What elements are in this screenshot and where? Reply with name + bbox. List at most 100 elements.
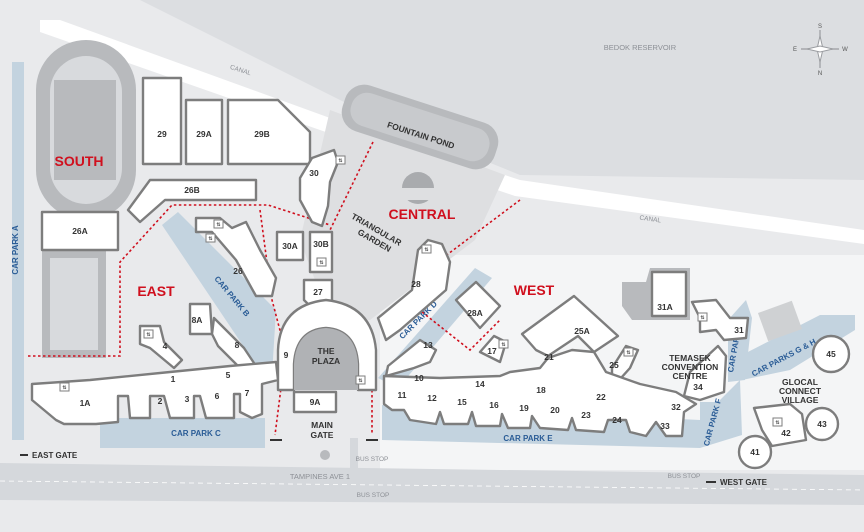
block-west-main[interactable] [382,348,698,438]
lift-icon [623,347,634,357]
block-27-label: 27 [313,287,323,297]
lift-icon-glyph: ⇅ [501,341,506,348]
block-12-label: 12 [427,393,437,403]
block-7-label: 7 [245,388,250,398]
gcv-label-3: VILLAGE [782,395,819,405]
lift-icon [205,233,216,243]
block-9a-label: 9A [310,397,321,407]
block-24-label: 24 [612,415,622,425]
zone-east: EAST [137,283,175,299]
roads: TAMPINES AVE 1 BUS STOP BUS STOP BUS STO… [0,438,864,505]
gcv-label-2: CONNECT [779,386,822,396]
buildings-east: 26 8A 8 4 1A 2 3 6 7 1 5 EAST [30,216,280,426]
block-6-label: 6 [215,391,220,401]
block-18-label: 18 [536,385,546,395]
block-34[interactable] [682,344,728,402]
block-30a-label: 30A [282,241,298,251]
lift-icon [697,312,708,322]
block-25-label: 25 [609,360,619,370]
block-28-label: 28 [411,279,421,289]
block-33-label: 33 [660,421,670,431]
lift-icon-glyph: ⇅ [700,314,705,321]
compass-n: N [818,71,822,77]
block-22-label: 22 [596,392,606,402]
lift-icon-glyph: ⇅ [208,235,213,242]
block-16-label: 16 [489,400,499,410]
block-26b-label: 26B [184,185,200,195]
block-29[interactable] [141,76,183,166]
block-41[interactable] [737,434,773,470]
lift-icon-glyph: ⇅ [358,377,363,384]
reservoir-label: BEDOK RESERVOIR [604,43,677,52]
lift-icon-glyph: ⇅ [775,419,780,426]
block-28[interactable] [376,238,452,342]
lift-icon-glyph: ⇅ [424,246,429,253]
central-garden: FOUNTAIN POND TRIANGULAR GARDEN [300,84,505,320]
block-31-label: 31 [734,325,744,335]
lift-icon [59,382,70,392]
block-2-label: 2 [158,396,163,406]
tcc-label-1: TEMASEK [669,353,711,363]
block-31a[interactable] [650,270,688,318]
block-26[interactable] [194,216,278,298]
block-45[interactable] [811,334,851,374]
lift-icon-glyph: ⇅ [319,259,324,266]
zone-west: WEST [514,282,555,298]
block-10-label: 10 [414,373,424,383]
sports-track [36,40,136,358]
block-41-label: 41 [750,447,760,457]
compass-icon: S E W N [793,24,848,77]
lift-icon [421,244,432,254]
block-29b-label: 29B [254,129,270,139]
block-29a[interactable] [184,98,224,166]
bus-stop-3: BUS STOP [668,473,701,480]
block-32-label: 32 [671,402,681,412]
compass-s: S [818,24,822,30]
compass-w: W [842,47,848,53]
block-43[interactable] [804,406,840,442]
compass-e: E [793,47,797,53]
block-31[interactable] [690,298,750,342]
lift-icon [316,257,327,267]
bus-stop-2: BUS STOP [357,492,390,499]
block-14-label: 14 [475,379,485,389]
lift-icon [355,375,366,385]
block-11-label: 11 [398,390,407,400]
gcv-label-1: GLOCAL [782,377,818,387]
block-29a-label: 29A [196,129,212,139]
plaza-label-1: THE [318,346,335,356]
car-park-a-label: CAR PARK A [11,225,20,275]
block-26b[interactable] [126,178,258,224]
block-31a-label: 31A [657,302,673,312]
lift-icon [143,329,154,339]
block-4-label: 4 [163,341,168,351]
block-9a[interactable] [292,390,338,414]
block-30a[interactable] [275,230,305,262]
tcc-label-2: CONVENTION [662,362,719,372]
plaza-label-2: PLAZA [312,356,340,366]
block-21-label: 21 [544,352,554,362]
bus-stop-1: BUS STOP [356,456,389,463]
lift-icon [335,155,346,165]
block-29-label: 29 [157,129,167,139]
block-26a-label: 26A [72,226,88,236]
block-26-label: 26 [233,266,243,276]
block-30-label: 30 [309,168,319,178]
block-30[interactable] [298,148,340,228]
zone-south: SOUTH [55,153,104,169]
lift-icon-glyph: ⇅ [146,331,151,338]
block-8a-label: 8A [192,315,203,325]
block-28a-label: 28A [467,308,483,318]
zone-central: CENTRAL [389,206,456,222]
block-25a[interactable] [520,294,620,358]
block-13-label: 13 [423,340,433,350]
main-gate-label-2: GATE [311,430,334,440]
buildings-south: 29 29A 29B 26B 26A SOUTH [40,76,312,252]
main-gate-label-1: MAIN [311,420,333,430]
block-28a[interactable] [454,280,502,330]
block-26a[interactable] [40,210,120,252]
block-43-label: 43 [817,419,827,429]
west-gate-label: WEST GATE [720,478,768,487]
block-29b[interactable] [226,98,312,166]
lift-icon-glyph: ⇅ [626,349,631,356]
